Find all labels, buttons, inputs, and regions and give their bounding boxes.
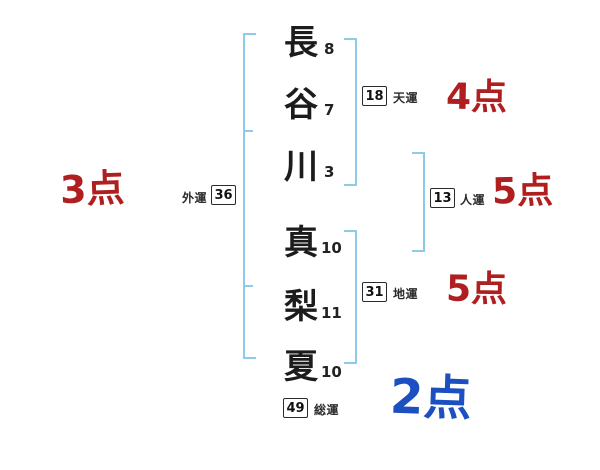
- name-character: 谷: [284, 85, 318, 125]
- person-luck-score: 5点: [491, 170, 554, 213]
- stroke-count: 11: [321, 304, 342, 322]
- total-luck-value-box: 49: [283, 398, 308, 418]
- stroke-count: 10: [321, 239, 342, 257]
- heaven-luck-label: 天運: [393, 91, 419, 105]
- stroke-count: 7: [324, 101, 335, 119]
- stroke-count: 8: [324, 40, 335, 58]
- name-character: 長: [284, 23, 318, 63]
- name-character: 真: [284, 223, 318, 263]
- person-luck-label: 人運: [460, 193, 486, 207]
- total-luck-label: 総運: [314, 403, 340, 417]
- bracket-tick: [243, 130, 253, 132]
- earth-luck-bracket: [344, 230, 357, 364]
- name-character: 川: [284, 147, 318, 187]
- person-luck-bracket: [412, 152, 425, 252]
- heaven-luck-bracket: [344, 38, 357, 186]
- stroke-count: 3: [324, 163, 335, 181]
- earth-luck-label: 地運: [393, 287, 419, 301]
- earth-luck-value-box: 31: [362, 282, 387, 302]
- outer-luck-bracket: [243, 33, 256, 359]
- earth-luck-score: 5点: [445, 268, 508, 311]
- total-luck-score: 2点: [389, 368, 473, 428]
- heaven-luck-score: 4点: [445, 76, 508, 119]
- outer-luck-label: 外運: [182, 191, 208, 205]
- bracket-tick: [243, 285, 253, 287]
- outer-luck-value-box: 36: [211, 185, 236, 205]
- stroke-count: 10: [321, 363, 342, 381]
- person-luck-value-box: 13: [430, 188, 455, 208]
- outer-luck-score: 3点: [59, 165, 126, 213]
- name-character: 梨: [284, 287, 318, 327]
- name-character: 夏: [284, 347, 318, 387]
- heaven-luck-value-box: 18: [362, 86, 387, 106]
